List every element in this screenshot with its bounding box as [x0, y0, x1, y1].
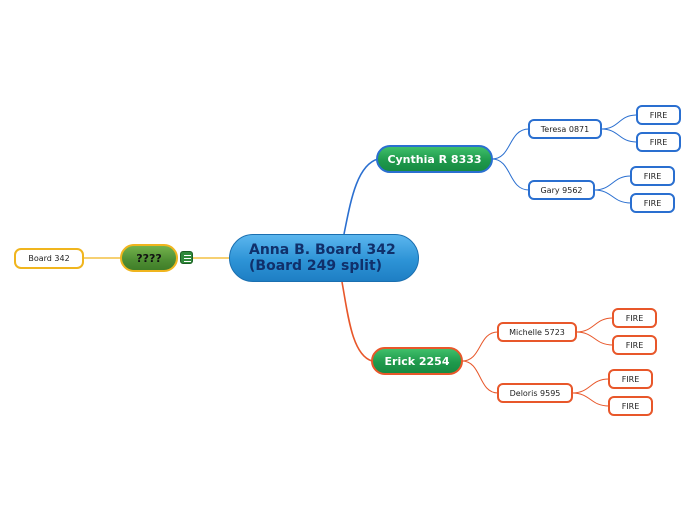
fire-topic[interactable]: FIRE: [612, 308, 657, 328]
link-gary-to-fire-1: [593, 175, 632, 191]
link-michelle-to-fire-2: [575, 331, 614, 346]
notes-icon[interactable]: [180, 251, 193, 264]
link-cynthia-to-teresa: [491, 128, 530, 160]
fire-topic[interactable]: FIRE: [612, 335, 657, 355]
link-deloris-to-fire-2: [571, 392, 610, 407]
teresa-topic[interactable]: Teresa 0871: [528, 119, 602, 139]
link-cynthia-to-gary: [491, 158, 530, 191]
question-topic[interactable]: ????: [120, 244, 178, 272]
cynthia-topic[interactable]: Cynthia R 8333: [376, 145, 493, 173]
link-erick-to-deloris: [461, 360, 499, 394]
michelle-topic[interactable]: Michelle 5723: [497, 322, 577, 342]
link-deloris-to-fire-1: [571, 378, 610, 394]
central-topic-line-1: Anna B. Board 342: [249, 242, 396, 258]
central-topic[interactable]: Anna B. Board 342 (Board 249 split): [229, 234, 419, 282]
board-342-topic[interactable]: Board 342: [14, 248, 84, 269]
link-erick-to-michelle: [461, 331, 499, 362]
fire-topic[interactable]: FIRE: [608, 369, 653, 389]
link-teresa-to-fire-1: [600, 114, 638, 130]
deloris-topic[interactable]: Deloris 9595: [497, 383, 573, 403]
central-topic-line-2: (Board 249 split): [249, 258, 383, 274]
fire-topic[interactable]: FIRE: [630, 193, 675, 213]
erick-topic[interactable]: Erick 2254: [371, 347, 463, 375]
link-michelle-to-fire-1: [575, 317, 614, 333]
fire-topic[interactable]: FIRE: [608, 396, 653, 416]
link-teresa-to-fire-2: [600, 128, 638, 143]
fire-topic[interactable]: FIRE: [636, 132, 681, 152]
gary-topic[interactable]: Gary 9562: [528, 180, 595, 200]
fire-topic[interactable]: FIRE: [636, 105, 681, 125]
link-central-to-cynthia: [343, 158, 379, 235]
fire-topic[interactable]: FIRE: [630, 166, 675, 186]
link-gary-to-fire-2: [593, 189, 632, 204]
link-central-to-erick: [341, 281, 373, 362]
